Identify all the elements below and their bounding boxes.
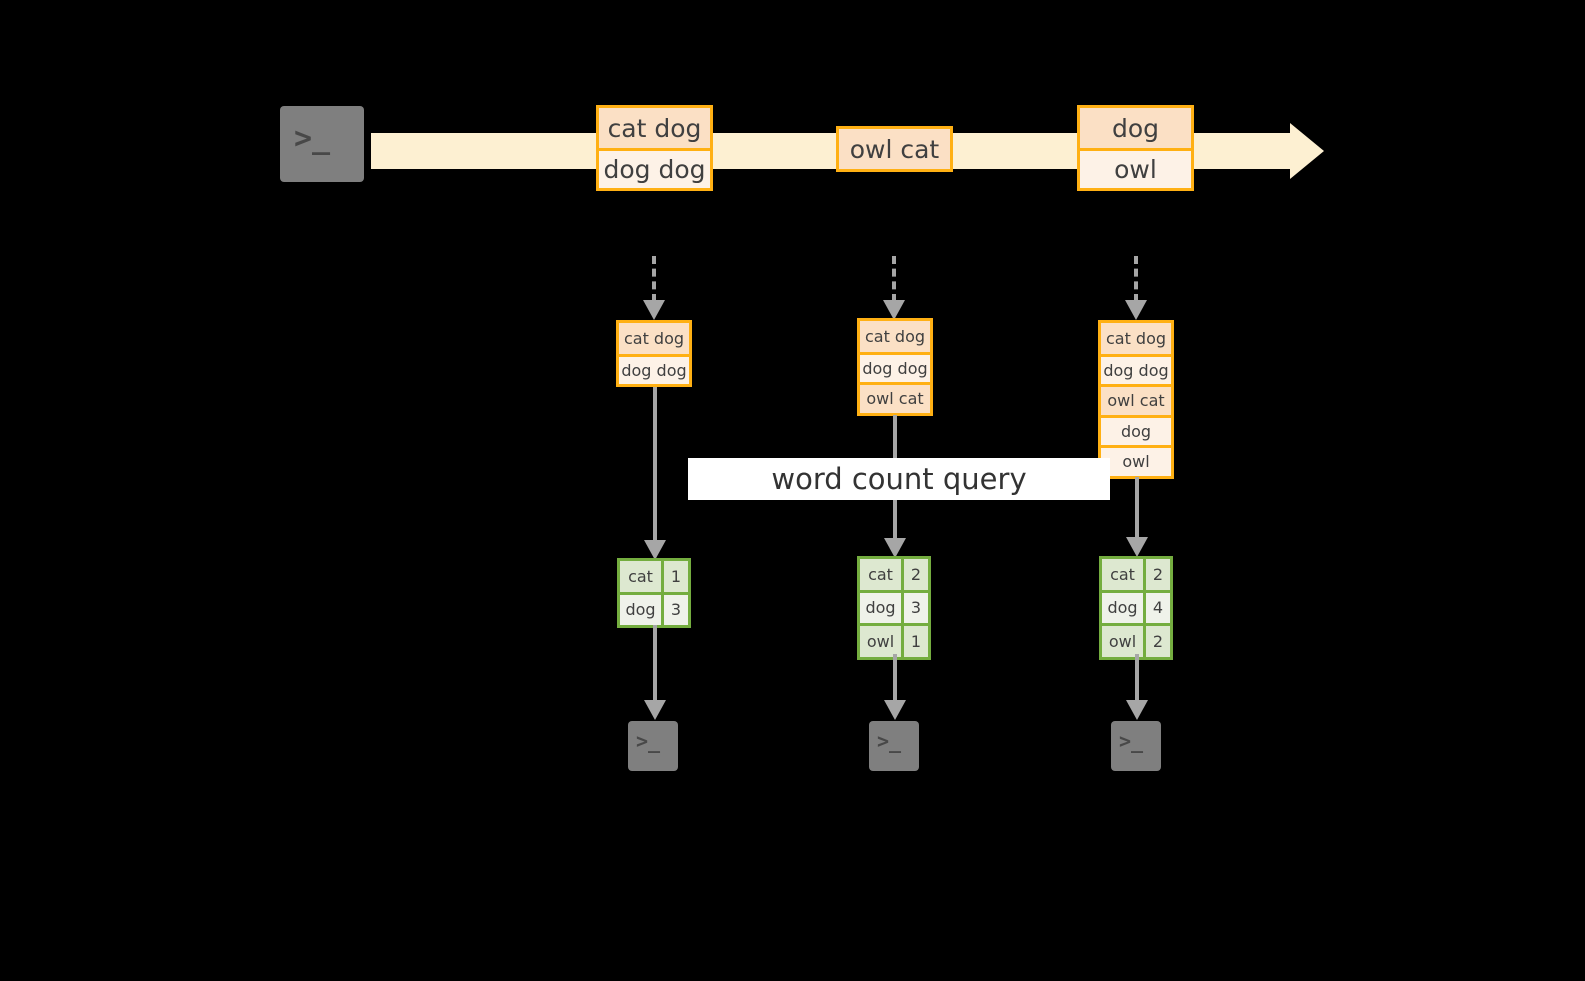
stream-event-group-1: cat dog dog dog [596,105,713,191]
terminal-prompt-glyph: >_ [877,729,902,753]
snapshot-1-result-table: cat 1 dog 3 [617,558,691,628]
snapshot-3-result-table: cat 2 dog 4 owl 2 [1099,556,1173,660]
stream-event-group-3: dog owl [1077,105,1194,191]
snapshot-3-event-log: cat dog dog dog owl cat dog owl [1098,320,1174,479]
stream-event-line: owl [1080,148,1191,188]
result-word: cat [620,561,664,592]
stream-to-snapshot-arrow-3 [1125,256,1147,320]
producer-terminal-icon[interactable]: >_ [272,98,372,190]
snapshot-2-consumer-terminal-icon[interactable]: >_ [861,713,927,779]
snapshot-2-result-table: cat 2 dog 3 owl 1 [857,556,931,660]
result-count: 2 [904,559,928,590]
snapshot-3-output-arrow [1126,654,1148,720]
event-stream-arrowhead [1290,123,1324,179]
result-word: cat [1102,559,1146,590]
result-word: owl [1102,626,1146,657]
result-word: dog [860,592,904,623]
stream-event-line: dog [1080,108,1191,148]
table-row: cat 2 [860,559,928,590]
result-count: 2 [1146,559,1170,590]
result-word: dog [1102,592,1146,623]
stream-event-line: owl cat [839,129,950,169]
snapshot-event-line: cat dog [1101,323,1171,354]
snapshot-event-line: dog [1101,414,1171,445]
table-row: dog 4 [1102,589,1170,623]
snapshot-event-line: dog dog [619,353,689,384]
snapshot-event-line: owl cat [1101,384,1171,415]
stream-event-line: cat dog [599,108,710,148]
terminal-prompt-glyph: >_ [1119,729,1144,753]
snapshot-event-line: cat dog [860,321,930,352]
result-word: dog [620,594,664,625]
stream-to-snapshot-arrow-1 [643,256,665,320]
snapshot-event-line: owl cat [860,382,930,413]
query-banner-label: word count query [771,462,1027,496]
snapshot-2-output-arrow [884,654,906,720]
stream-to-snapshot-arrow-2 [883,256,905,320]
table-row: cat 2 [1102,559,1170,590]
snapshot-event-line: owl [1101,445,1171,476]
snapshot-3-consumer-terminal-icon[interactable]: >_ [1103,713,1169,779]
snapshot-event-line: dog dog [1101,353,1171,384]
snapshot-2-event-log: cat dog dog dog owl cat [857,318,933,416]
result-count: 3 [664,594,688,625]
result-count: 2 [1146,626,1170,657]
result-word: owl [860,626,904,657]
table-row: owl 2 [1102,623,1170,657]
result-count: 4 [1146,592,1170,623]
result-count: 1 [664,561,688,592]
table-row: owl 1 [860,623,928,657]
snapshot-1-query-arrow [644,387,666,560]
terminal-prompt-glyph: >_ [294,121,331,156]
snapshot-event-line: dog dog [860,351,930,382]
terminal-prompt-glyph: >_ [636,729,661,753]
result-count: 1 [904,626,928,657]
result-count: 3 [904,592,928,623]
stream-event-line: dog dog [599,148,710,188]
snapshot-1-consumer-terminal-icon[interactable]: >_ [620,713,686,779]
snapshot-3-query-arrow [1126,477,1148,557]
query-banner: word count query [688,458,1110,500]
result-word: cat [860,559,904,590]
snapshot-1-output-arrow [644,625,666,720]
stream-event-group-2: owl cat [836,126,953,172]
snapshot-event-line: cat dog [619,323,689,354]
snapshot-1-event-log: cat dog dog dog [616,320,692,387]
table-row: dog 3 [860,589,928,623]
table-row: cat 1 [620,561,688,592]
table-row: dog 3 [620,591,688,625]
